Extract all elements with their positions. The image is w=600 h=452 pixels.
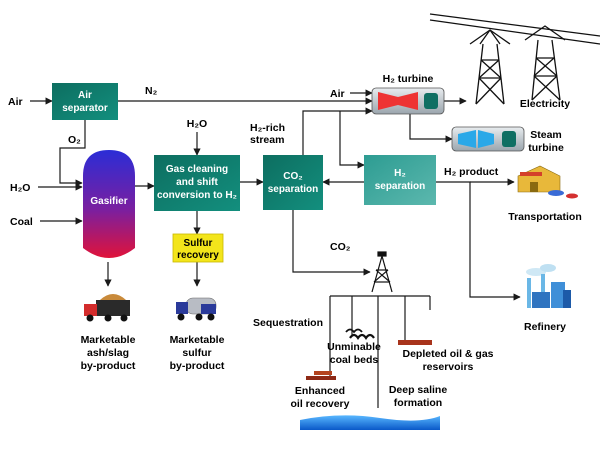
h2-product-label: H₂ product	[444, 166, 499, 178]
ash-truck-icon	[84, 294, 130, 322]
transmission-tower-icon	[429, 13, 600, 105]
ash-label-3: by-product	[81, 360, 136, 372]
coal-input-label: Coal	[10, 216, 33, 228]
injection-pipes	[329, 295, 431, 408]
air-separator-label-1: Air	[78, 90, 92, 101]
depleted-label-2: reservoirs	[423, 361, 474, 373]
h2-rich-label-2: stream	[250, 134, 284, 146]
enhanced-recovery-icon	[306, 371, 336, 380]
h2-separation-box: H₂ separation	[364, 155, 436, 205]
h2o-input-label: H₂O	[10, 182, 30, 194]
reservoir-icon	[398, 340, 432, 345]
h2-rich-to-h2sep-arrow	[339, 111, 365, 169]
h2-turbine-label: H₂ turbine	[383, 73, 434, 85]
co2-separation-label-2: separation	[268, 184, 319, 195]
coal-beds-label-2: coal beds	[330, 354, 379, 366]
gasifier-vessel: Gasifier	[83, 150, 135, 258]
steam-turbine-label-2: turbine	[528, 142, 564, 154]
sulfur-recovery-label-2: recovery	[177, 250, 219, 261]
h2-separation-label-2: separation	[375, 181, 426, 192]
air-separator-box: Air separator	[52, 83, 118, 120]
h2o-top-label: H₂O	[187, 118, 207, 130]
o2-line	[59, 120, 86, 187]
gasifier-label: Gasifier	[90, 196, 127, 207]
air2-input-label: Air	[330, 88, 345, 100]
coal-bed-icon	[345, 328, 375, 340]
ash-label-1: Marketable	[81, 334, 136, 346]
o2-label: O₂	[68, 134, 81, 146]
sulfur-truck-icon	[176, 297, 217, 321]
refinery-label: Refinery	[524, 321, 566, 333]
h2-separation-label-1: H₂	[394, 168, 406, 179]
drilling-rig-icon	[371, 251, 393, 293]
steam-turbine: Steam turbine	[451, 126, 564, 154]
gas-cleaning-label-1: Gas cleaning	[166, 164, 228, 175]
gas-station-icon	[517, 165, 578, 199]
h2-to-refinery-arrow	[436, 181, 521, 301]
sulfur-recovery-label-1: Sulfur	[184, 238, 213, 249]
turbine-to-steam-arrow	[409, 114, 453, 143]
refinery-icon	[526, 264, 571, 308]
saline-label-2: formation	[394, 397, 442, 409]
air-separator-label-2: separator	[62, 103, 108, 114]
gas-cleaning-label-3: conversion to H₂	[157, 190, 237, 201]
co2-to-well-arrow	[292, 210, 371, 276]
ash-label-2: ash/slag	[87, 347, 129, 359]
sulfur-recovery-box: Sulfur recovery	[172, 233, 224, 263]
air-input-label: Air	[8, 96, 23, 108]
gas-cleaning-box: Gas cleaning and shift conversion to H₂	[154, 155, 240, 211]
gas-cleaning-label-2: and shift	[176, 177, 218, 188]
sequestration-label: Sequestration	[253, 317, 323, 329]
saline-formation-icon	[300, 415, 440, 430]
transportation-label: Transportation	[508, 211, 582, 223]
co2-separation-box: CO₂ separation	[263, 155, 323, 210]
enhanced-label-2: oil recovery	[291, 398, 350, 410]
enhanced-label-1: Enhanced	[295, 385, 345, 397]
co2-label: CO₂	[330, 241, 351, 253]
h2-turbine: H₂ turbine	[371, 73, 445, 115]
steam-turbine-label-1: Steam	[530, 129, 562, 141]
saline-label-1: Deep saline	[389, 384, 448, 396]
sulfur-byproduct-label-2: sulfur	[182, 347, 211, 359]
electricity-label: Electricity	[520, 98, 570, 110]
coal-beds-label-1: Unminable	[327, 341, 381, 353]
h2-rich-label-1: H₂-rich	[250, 122, 285, 134]
n2-label: N₂	[145, 85, 158, 97]
depleted-label-1: Depleted oil & gas	[402, 348, 493, 360]
sulfur-byproduct-label-3: by-product	[170, 360, 225, 372]
co2-separation-label-1: CO₂	[283, 171, 302, 182]
h2-rich-to-turbine-arrow	[302, 107, 373, 155]
sulfur-byproduct-label-1: Marketable	[170, 334, 225, 346]
